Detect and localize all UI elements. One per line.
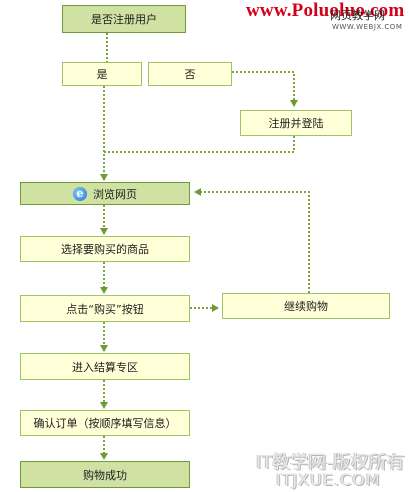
node-confirm-order-label: 确认订单（按顺序填写信息） <box>33 417 177 430</box>
node-register-login: 注册并登陆 <box>240 110 352 136</box>
node-select-product: 选择要购买的商品 <box>20 236 190 262</box>
node-continue-shopping: 继续购物 <box>222 293 390 319</box>
node-select-product-label: 选择要购买的商品 <box>61 243 149 256</box>
ie-browser-icon: e <box>73 186 87 201</box>
connector-register-merge <box>104 136 295 153</box>
node-no-label: 否 <box>184 68 196 81</box>
node-register-login-label: 注册并登陆 <box>268 117 324 130</box>
node-yes: 是 <box>62 62 142 86</box>
watermark-bottom: IT教学网-版权所有 <box>256 452 405 473</box>
node-continue-shopping-label: 继续购物 <box>284 300 328 313</box>
node-confirm-order: 确认订单（按顺序填写信息） <box>20 410 190 436</box>
node-registered-user-label: 是否注册用户 <box>91 13 157 26</box>
node-click-buy-label: 点击“购买”按钮 <box>66 302 144 316</box>
node-browse: e 浏览网页 <box>20 182 190 205</box>
node-click-buy: 点击“购买”按钮 <box>20 295 190 322</box>
node-browse-label: 浏览网页 <box>93 187 137 201</box>
node-registered-user: 是否注册用户 <box>62 5 186 33</box>
watermark-bottom-url: ITJXUE.COM <box>276 470 381 489</box>
node-success-label: 购物成功 <box>83 468 127 482</box>
connector-no-register <box>232 71 298 107</box>
node-checkout-label: 进入结算专区 <box>72 360 138 374</box>
node-success: 购物成功 <box>20 461 190 488</box>
connector-continue-browse <box>194 188 310 293</box>
watermark-top: www.Poluoluo.com <box>246 0 405 21</box>
node-no: 否 <box>148 62 232 86</box>
watermark-top-sub: 网页教学网 <box>330 9 385 22</box>
node-yes-label: 是 <box>96 68 108 81</box>
watermark-top-sub2: WWW.WEBJX.COM <box>332 23 403 31</box>
node-checkout: 进入结算专区 <box>20 353 190 380</box>
